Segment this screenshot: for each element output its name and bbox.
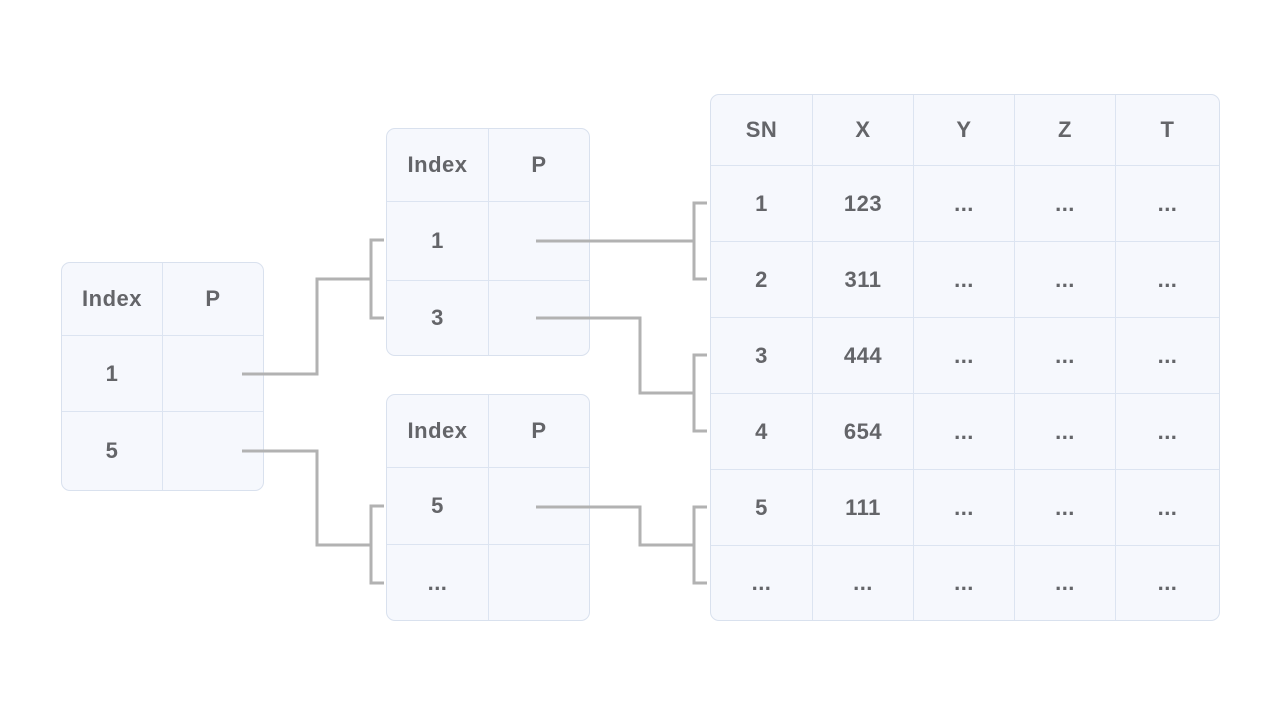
data-cell: ... [1015, 470, 1116, 546]
data-cell: ... [1015, 166, 1116, 242]
index-table-level2-top: Index P 1 3 [386, 128, 590, 356]
index-key-cell: 1 [387, 202, 489, 281]
data-cell: 311 [813, 242, 914, 318]
pointer-cell [163, 412, 263, 490]
data-cell: 4 [711, 394, 813, 470]
column-header-index: Index [387, 395, 489, 468]
column-header-t: T [1116, 95, 1219, 166]
bracket-data-rows-1-2 [692, 201, 707, 281]
data-cell: 3 [711, 318, 813, 394]
data-cell: ... [914, 166, 1015, 242]
index-table-level2-bottom: Index P 5 ... [386, 394, 590, 621]
data-cell: ... [914, 470, 1015, 546]
pointer-cell [489, 202, 589, 281]
data-cell: ... [1015, 394, 1116, 470]
pointer-cell [489, 281, 589, 355]
data-cell: 1 [711, 166, 813, 242]
data-cell: 2 [711, 242, 813, 318]
column-header-index: Index [62, 263, 163, 336]
column-header-p: P [489, 395, 589, 468]
data-cell: ... [813, 546, 914, 620]
data-cell: ... [1157, 570, 1178, 595]
data-cell: 123 [813, 166, 914, 242]
bracket-data-rows-3-4 [692, 353, 707, 433]
data-cell: ... [1015, 546, 1116, 620]
data-cell: ... [914, 318, 1015, 394]
data-table: SN X Y Z T 1 123 ... ... ... 2 311 ... .… [710, 94, 1220, 621]
pointer-cell [489, 545, 589, 620]
data-cell: 5 [711, 470, 813, 546]
column-header-sn: SN [711, 95, 813, 166]
data-cell: ... [914, 546, 1015, 620]
column-header-x: X [813, 95, 914, 166]
bracket-level2-top-rows [369, 238, 384, 320]
data-cell: ... [711, 546, 813, 620]
data-cell: ... [914, 242, 1015, 318]
data-cell: ... [1116, 166, 1219, 242]
index-key-cell: 5 [62, 412, 163, 490]
data-cell: ... [914, 394, 1015, 470]
index-key-cell: 3 [387, 281, 489, 355]
pointer-cell [163, 336, 263, 412]
data-cell: 444 [813, 318, 914, 394]
bracket-data-rows-5-6 [692, 505, 707, 585]
column-header-index: Index [387, 129, 489, 202]
column-header-y: Y [914, 95, 1015, 166]
column-header-p: P [489, 129, 589, 202]
data-cell: ... [1116, 394, 1219, 470]
data-cell: ... [1116, 242, 1219, 318]
index-key-cell: 1 [62, 336, 163, 412]
pointer-cell [489, 468, 589, 545]
data-cell: 111 [813, 470, 914, 546]
bracket-level2-bottom-rows [369, 504, 384, 585]
data-cell: ... [1015, 242, 1116, 318]
data-cell: ... [1116, 318, 1219, 394]
data-cell: ... [1015, 318, 1116, 394]
column-header-z: Z [1015, 95, 1116, 166]
data-cell: ... [1116, 470, 1219, 546]
index-key-cell: ... [387, 545, 489, 620]
column-header-p: P [163, 263, 263, 336]
data-cell: 654 [813, 394, 914, 470]
index-table-level1: Index P 1 5 [61, 262, 264, 491]
index-key-cell: 5 [387, 468, 489, 545]
